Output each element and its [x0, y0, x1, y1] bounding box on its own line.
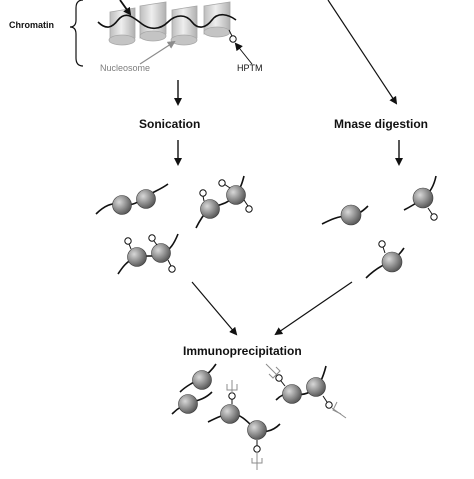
nucleosome-bead: [127, 247, 147, 267]
ip-fragment: [171, 391, 213, 415]
immunoprecipitation-label: Immunoprecipitation: [183, 344, 302, 358]
dna-strand: [207, 413, 281, 433]
nucleosome-bead: [381, 251, 403, 273]
hptm-mark: [228, 392, 236, 400]
hptm-mark: [253, 445, 261, 453]
hptm-mark: [325, 401, 333, 409]
nucleosome-bead: [306, 377, 326, 397]
dna-strand: [117, 233, 179, 275]
ip-fragment: [179, 363, 217, 393]
mnase-fragment: [321, 204, 369, 226]
chromatin-fiber: [97, 0, 237, 46]
mnase-fragment: [403, 175, 438, 221]
arrow-sonication-to-ip: [191, 281, 238, 336]
mnase-digestion-label: Mnase digestion: [334, 117, 429, 131]
antibody-y: [251, 452, 263, 470]
hptm-mark: [275, 374, 283, 382]
nucleosome-bead: [282, 384, 302, 404]
hptm-mark: [430, 213, 438, 221]
dna-strand: [95, 183, 169, 215]
nucleosome-bead: [200, 199, 220, 219]
antibody-y: [331, 401, 347, 419]
chromatin-cylinder: [108, 7, 136, 46]
hptm-mark: [124, 237, 132, 245]
dna-linker: [97, 13, 237, 30]
nucleosome-label: Nucleosome: [100, 63, 151, 73]
hptm-mark: [148, 234, 156, 242]
chromatin-top-arrow: [119, 0, 132, 16]
chromatin-bracket: [69, 0, 84, 67]
chromatin-cylinder: [139, 1, 167, 42]
hptm-pointer: [234, 42, 253, 65]
hptm-mark: [245, 205, 253, 213]
nucleosome-bead: [136, 189, 156, 209]
ip-fragment: [265, 363, 347, 419]
arrow-mnase-to-ip: [274, 281, 353, 336]
sonication-fragment: [95, 183, 169, 215]
nucleosome-bead: [340, 204, 362, 226]
sonication-label: Sonication: [139, 117, 201, 131]
antibody-y: [226, 380, 238, 393]
sonication-fragment: [117, 233, 179, 275]
nucleosome-bead: [112, 195, 132, 215]
hptm-label: HPTM: [237, 63, 263, 73]
hptm-mark-stem: [228, 29, 233, 37]
nucleosome-bead: [151, 243, 171, 263]
mnase-fragment: [365, 240, 405, 279]
nucleosome-bead: [178, 394, 198, 414]
hptm-mark: [218, 179, 226, 187]
arrow-to-mnase: [327, 0, 398, 105]
chromatin-cylinder: [170, 5, 198, 46]
ip-fragment: [207, 380, 281, 470]
nucleosome-bead: [412, 187, 434, 209]
hptm-mark: [168, 265, 176, 273]
chromatin-cylinder: [203, 1, 231, 38]
nucleosome-bead: [247, 420, 267, 440]
hptm-mark: [378, 240, 386, 248]
nucleosome-bead: [226, 185, 246, 205]
nucleosome-pointer: [139, 40, 176, 65]
hptm-mark: [199, 189, 207, 197]
chromatin-label: Chromatin: [9, 20, 54, 30]
nucleosome-bead: [192, 370, 212, 390]
sonication-fragment: [195, 175, 253, 229]
antibody-y: [265, 363, 281, 379]
hptm-mark: [229, 35, 237, 43]
nucleosome-bead: [220, 404, 240, 424]
